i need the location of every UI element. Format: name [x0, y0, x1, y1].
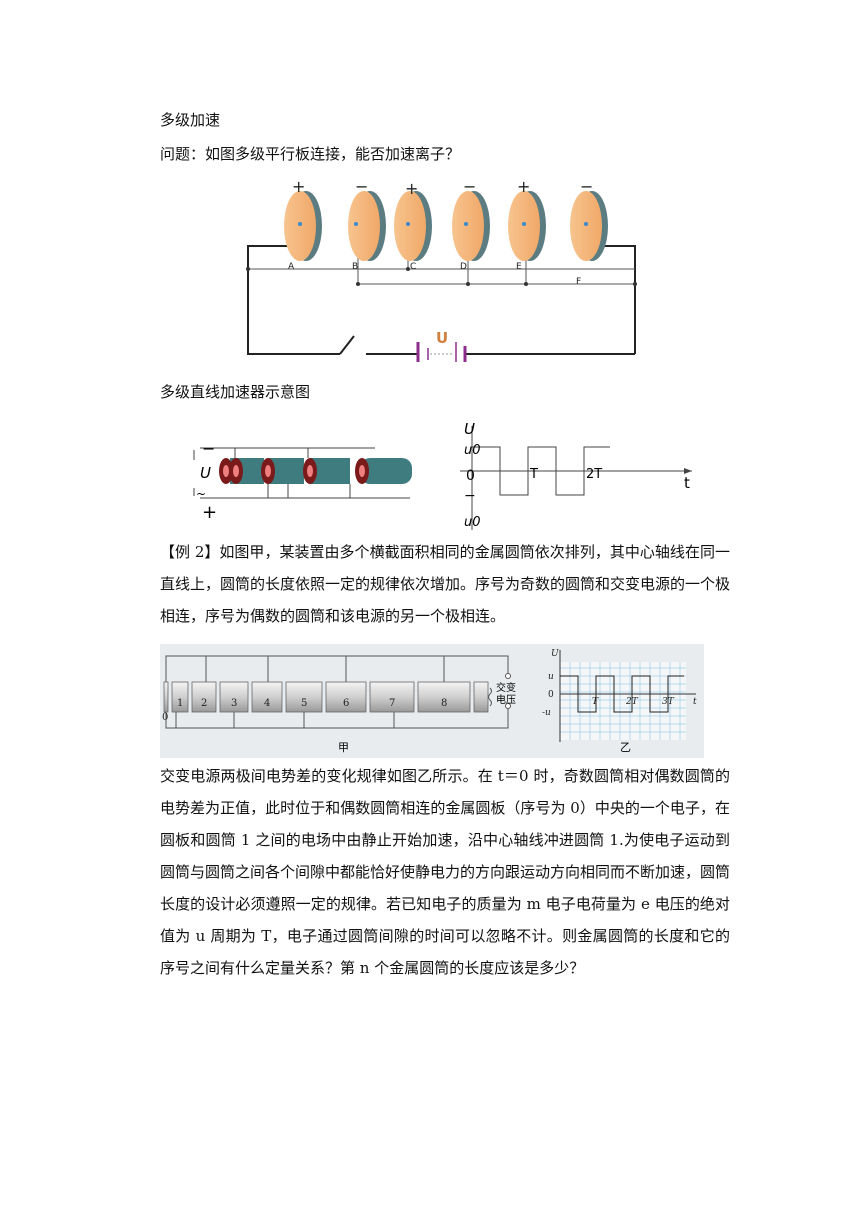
minus-terminal: − [202, 439, 215, 458]
graph-u-label: u [548, 672, 554, 682]
ac-source-label-1: 交变 [496, 681, 516, 694]
tube-2-label: 2 [201, 698, 207, 709]
u0-top-label: u0 [464, 443, 481, 458]
plate-d-label: D [460, 262, 467, 272]
tube-3-label: 3 [231, 698, 237, 709]
graph-neg-u-label: -u [542, 708, 551, 718]
tube-accelerator-diagram: − + U ~ [193, 439, 412, 523]
plate-b [348, 191, 386, 261]
tick-2t: 2T [586, 467, 602, 482]
plate-c-label: C [410, 262, 416, 272]
tube-6-label: 6 [343, 698, 349, 709]
parallel-plate-diagram: U + − + − + − [246, 177, 637, 362]
plate-f-sign: − [580, 177, 593, 196]
figure-caption-accelerator: 多级直线加速器示意图 [160, 383, 311, 401]
graph-zero-label: 0 [548, 690, 554, 700]
tube-array-diagram: 0 1 2 3 4 5 6 7 8 交变 电压 甲 [162, 649, 697, 754]
plate-a-label: A [288, 262, 295, 272]
plate-e-label: E [516, 262, 522, 272]
figure-jia-yi: 0 1 2 3 4 5 6 7 8 交变 电压 甲 [160, 644, 704, 758]
t-axis-label: t [684, 474, 690, 492]
tube-1-label: 1 [177, 698, 183, 709]
source-voltage-label: U [436, 329, 448, 347]
question-text: 问题：如图多级平行板连接，能否加速离子？ [160, 145, 461, 163]
plate-f [570, 191, 608, 261]
tube-4-label: 4 [264, 698, 270, 709]
plate-d-sign: − [463, 177, 476, 196]
tube-8-label: 8 [441, 698, 447, 709]
voltage-label: U [200, 464, 211, 482]
plate-e-sign: + [517, 177, 530, 196]
zero-label: 0 [466, 468, 475, 484]
problem-text: 交变电源两极间电势差的变化规律如图乙所示。在 t＝0 时，奇数圆筒相对偶数圆筒的… [160, 767, 731, 977]
graph-y-label: U [551, 649, 559, 659]
plate-a [284, 191, 322, 261]
graph-tick-2t: 2T [625, 697, 639, 707]
plate-a-sign: + [292, 177, 305, 196]
tick-t: T [529, 467, 538, 482]
caption-yi: 乙 [620, 741, 631, 754]
plate-f-label: F [576, 277, 581, 287]
graph-tick-3t: 3T [662, 697, 675, 707]
graph-t-label: t [693, 697, 697, 707]
plate-zero-label: 0 [162, 712, 168, 723]
caption-jia: 甲 [338, 741, 349, 754]
tube-5-label: 5 [301, 698, 307, 709]
plate-c [394, 191, 432, 261]
plate-b-sign: − [355, 177, 368, 196]
example-paragraph: 【例 2】如图甲，某装置由多个横截面积相同的金属圆筒依次排列，其中心轴线在同一直… [160, 543, 731, 625]
u0-bottom-label: u0 [464, 515, 481, 530]
plate-b-label: B [352, 262, 358, 272]
plate-e [508, 191, 546, 261]
minus-label: − [464, 488, 476, 504]
graph-tick-t: T [592, 697, 599, 707]
y-axis-label: U [464, 420, 475, 438]
section-heading: 多级加速 [160, 111, 221, 129]
problem-paragraph: 交变电源两极间电势差的变化规律如图乙所示。在 t＝0 时，奇数圆筒相对偶数圆筒的… [160, 760, 730, 984]
ac-symbol: ~ [196, 487, 206, 501]
alternating-voltage-graph: U u 0 -u t T 2T 3T 乙 [542, 649, 697, 754]
tube-7-label: 7 [389, 698, 395, 709]
plus-terminal: + [202, 502, 217, 523]
ac-source-label-2: 电压 [496, 693, 516, 706]
square-wave-graph: U u0 0 − u0 T 2T t [460, 420, 692, 530]
plate-c-sign: + [405, 179, 418, 198]
plate-d [452, 191, 490, 261]
